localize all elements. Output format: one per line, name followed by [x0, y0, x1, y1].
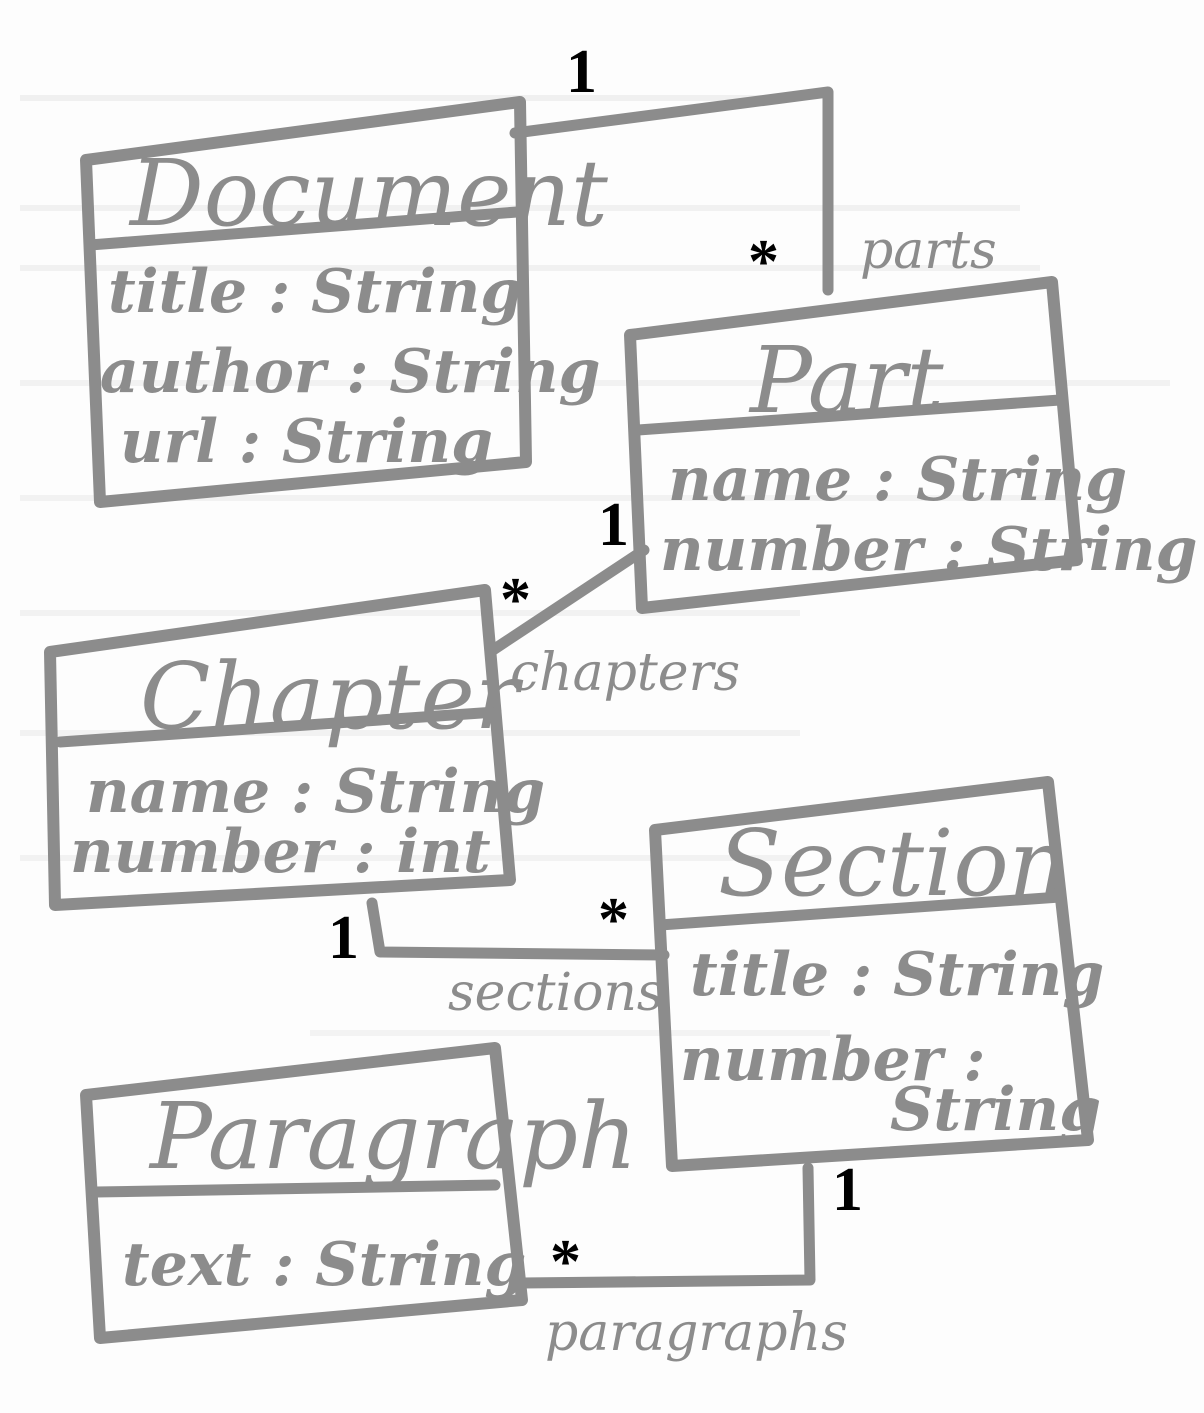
class-name-chapter: Chapter: [140, 643, 524, 750]
class-name-part: Part: [748, 327, 945, 434]
part-attr-name: name : String: [668, 445, 1127, 515]
class-chapter: Chapter name : String number : int: [44, 584, 545, 911]
mult-parts-star: *: [748, 228, 779, 296]
role-parts: parts: [860, 221, 997, 281]
document-attr-url: url : String: [120, 407, 493, 477]
role-sections: sections: [448, 963, 664, 1023]
section-attr-number-type: String: [890, 1075, 1101, 1145]
mult-chapters-star: *: [500, 566, 531, 634]
class-name-document: Document: [128, 140, 609, 247]
class-name-paragraph: Paragraph: [148, 1083, 637, 1190]
paragraph-attr-text: text : String: [122, 1230, 526, 1300]
class-paragraph: Paragraph text : String: [80, 1042, 637, 1344]
role-paragraphs: paragraphs: [545, 1303, 848, 1363]
association-document-parts: 1 * parts: [509, 38, 997, 296]
mult-part-1: 1: [598, 491, 629, 559]
class-section: Section title : String number : String: [649, 776, 1104, 1172]
mult-paragraphs-star: *: [550, 1228, 581, 1296]
chapter-attr-number: number : int: [70, 817, 491, 887]
mult-document-1: 1: [566, 38, 597, 106]
association-chapter-sections: 1 * sections: [328, 886, 670, 1023]
section-attr-title: title : String: [690, 940, 1104, 1010]
class-name-section: Section: [718, 810, 1068, 917]
document-attr-author: author : String: [100, 337, 600, 407]
mult-section-1: 1: [832, 1156, 863, 1224]
section-attr-number: number :: [680, 1025, 986, 1095]
role-chapters: chapters: [510, 643, 740, 703]
part-attr-number: number : String: [660, 515, 1197, 585]
mult-sections-star: *: [598, 886, 629, 954]
class-document: Document title : String author : String …: [80, 96, 609, 508]
chapter-attr-name: name : String: [86, 757, 545, 827]
association-part-chapters: 1 * chapters: [484, 491, 740, 703]
mult-chapter-1: 1: [328, 904, 359, 972]
class-part: Part name : String number : String: [624, 276, 1197, 614]
association-section-paragraphs: 1 * paragraphs: [516, 1156, 863, 1363]
document-attr-title: title : String: [108, 257, 522, 327]
